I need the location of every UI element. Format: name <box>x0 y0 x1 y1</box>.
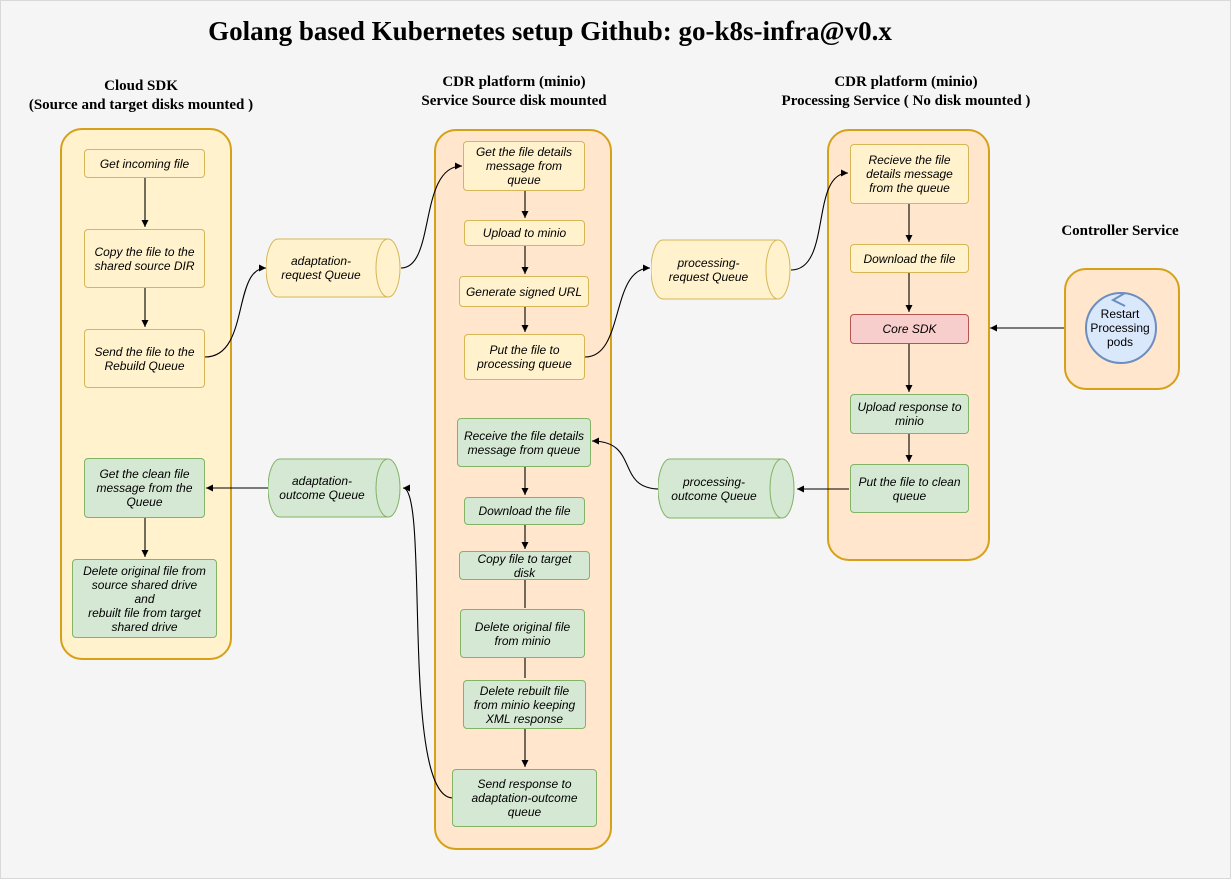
cloud-sdk-heading-line1: Cloud SDK <box>104 78 178 94</box>
delete-original-minio-step: Delete original file from minio <box>460 609 585 658</box>
processing-outcome-queue-label: processing- outcome Queue <box>671 474 757 503</box>
processing-outcome-queue: processing- outcome Queue <box>658 458 796 519</box>
download-file-step: Download the file <box>464 497 585 525</box>
cdr-processing-heading-line1: CDR platform (minio) <box>834 74 978 90</box>
cdr-source-heading-line1: CDR platform (minio) <box>442 74 586 90</box>
put-to-clean-queue-step: Put the file to clean queue <box>850 464 969 513</box>
cylinder-shape <box>651 239 791 300</box>
send-response-step: Send response to adaptation-outcome queu… <box>452 769 597 827</box>
adaptation-outcome-queue: adaptation- outcome Queue <box>268 458 402 518</box>
processing-download-step: Download the file <box>850 244 969 273</box>
cdr-source-heading-line2: Service Source disk mounted <box>421 93 607 109</box>
adaptation-request-queue-label: adaptation- request Queue <box>281 254 361 282</box>
processing-request-queue-label: processing- request Queue <box>668 255 749 284</box>
restart-cycle-icon <box>1085 292 1157 364</box>
processing-request-queue: processing- request Queue <box>651 239 792 300</box>
cdr-source-heading: CDR platform (minio) Service Source disk… <box>394 73 634 111</box>
cloud-sdk-heading-line2: (Source and target disks mounted ) <box>28 97 254 113</box>
copy-to-shared-dir-step: Copy the file to the shared source DIR <box>84 229 205 288</box>
cylinder-shape <box>266 238 401 298</box>
cdr-processing-heading: CDR platform (minio) Processing Service … <box>760 73 1052 111</box>
controller-heading: Controller Service <box>1040 222 1200 241</box>
cylinder-shape <box>268 458 401 518</box>
get-file-details-step: Get the file details message from queue <box>463 141 585 191</box>
cloud-sdk-heading: Cloud SDK (Source and target disks mount… <box>10 77 272 115</box>
copy-to-target-disk-step: Copy file to target disk <box>459 551 590 580</box>
upload-response-step: Upload response to minio <box>850 394 969 434</box>
generate-signed-url-step: Generate signed URL <box>459 276 589 307</box>
diagram-title: Golang based Kubernetes setup Github: go… <box>208 16 892 46</box>
cdr-processing-heading-line2: Processing Service ( No disk mounted ) <box>781 93 1031 109</box>
upload-to-minio-step: Upload to minio <box>464 220 585 246</box>
adaptation-outcome-queue-label: adaptation- outcome Queue <box>279 474 365 502</box>
core-sdk-step: Core SDK <box>850 314 969 344</box>
restart-pods-label: Restart Processing pods <box>1090 307 1150 349</box>
get-clean-file-step: Get the clean file message from the Queu… <box>84 458 205 518</box>
recieve-file-details-step: Recieve the file details message from th… <box>850 144 969 204</box>
controller-heading-line1: Controller Service <box>1061 223 1179 239</box>
put-to-processing-queue-step: Put the file to processing queue <box>464 334 585 380</box>
delete-rebuilt-minio-step: Delete rebuilt file from minio keeping X… <box>463 680 586 729</box>
cylinder-shape <box>658 458 795 519</box>
receive-file-details-step: Receive the file details message from qu… <box>457 418 591 467</box>
delete-original-shared-step: Delete original file from source shared … <box>72 559 217 638</box>
adaptation-request-queue: adaptation- request Queue <box>266 238 402 298</box>
send-to-rebuild-queue-step: Send the file to the Rebuild Queue <box>84 329 205 388</box>
get-incoming-file-step: Get incoming file <box>84 149 205 178</box>
